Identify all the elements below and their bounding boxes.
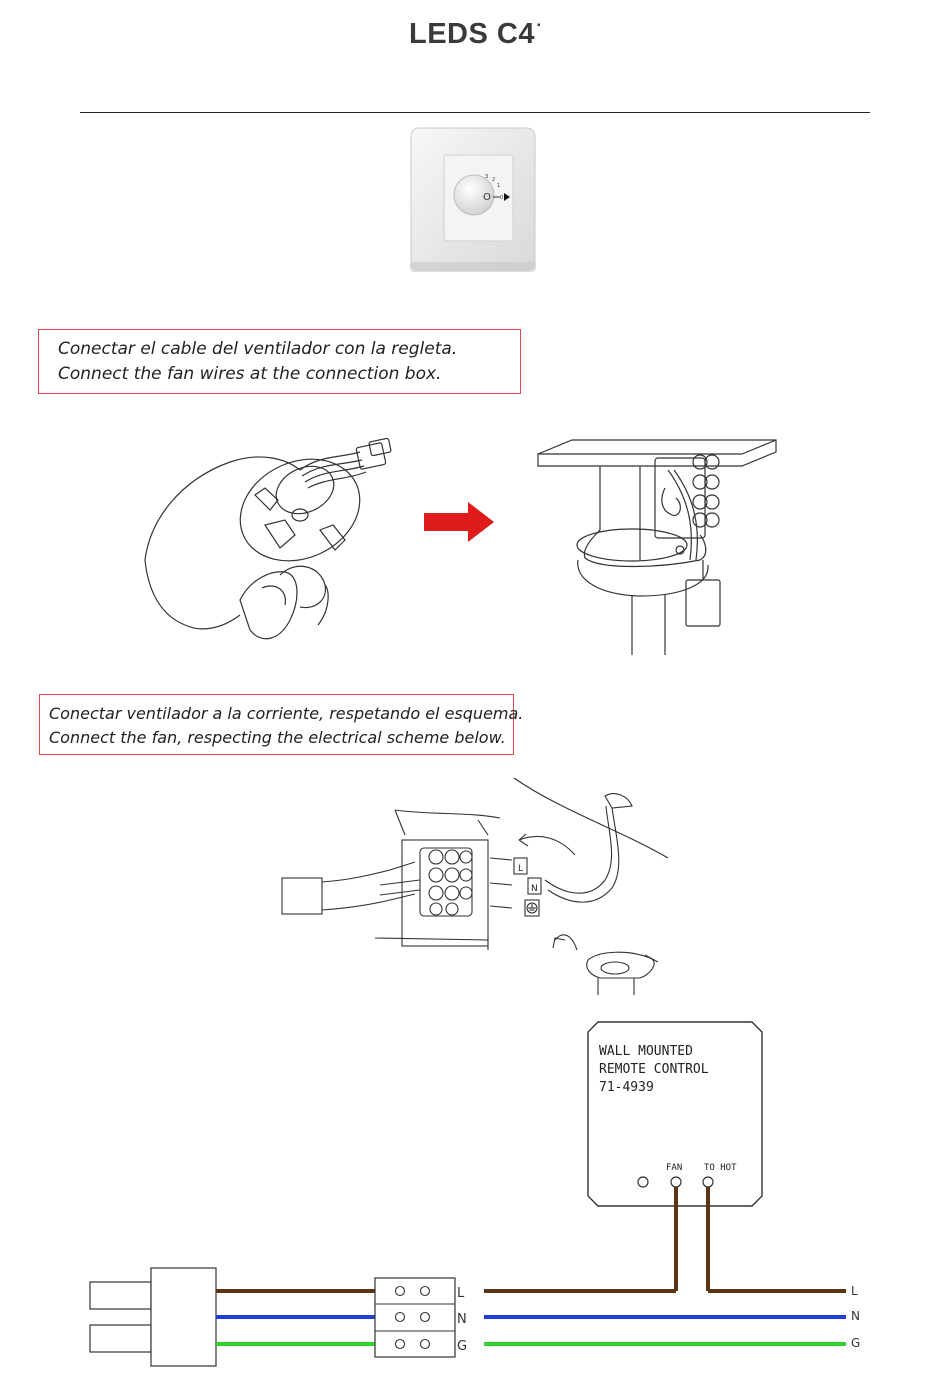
wall-control-image: O 3 2 1 0 bbox=[410, 128, 536, 272]
terminal-block bbox=[375, 1278, 455, 1357]
mounted-canopy-drawing bbox=[538, 440, 776, 655]
dial-mark-1: 1 bbox=[497, 183, 500, 189]
block-label-g: G bbox=[457, 1339, 467, 1354]
supply-label-n: N bbox=[851, 1309, 860, 1323]
supply-label-l: L bbox=[851, 1284, 858, 1298]
dial-center-mark: O bbox=[483, 192, 491, 203]
dial-mark-0: 0 bbox=[500, 195, 503, 201]
dial-mark-3: 3 bbox=[485, 174, 488, 180]
hand-canopy-drawing bbox=[145, 438, 391, 639]
terminal-label-fan: FAN bbox=[666, 1163, 682, 1173]
block-label-n: N bbox=[457, 1312, 467, 1327]
sketch-tag-n: N bbox=[531, 884, 538, 894]
block-label-l: L bbox=[457, 1286, 465, 1301]
module-label-line3: 71-4939 bbox=[599, 1080, 654, 1095]
module-label-line1: WALL MOUNTED bbox=[599, 1044, 693, 1059]
red-arrow-icon bbox=[424, 502, 494, 542]
wiring-diagram bbox=[90, 1187, 846, 1366]
fan-plug-block bbox=[151, 1268, 216, 1366]
dial-mark-2: 2 bbox=[492, 177, 495, 183]
ground-symbol-icon bbox=[527, 903, 537, 913]
module-label-line2: REMOTE CONTROL bbox=[599, 1062, 709, 1077]
supply-label-g: G bbox=[851, 1336, 860, 1350]
terminal-label-hot: TO HOT bbox=[704, 1163, 737, 1173]
installation-sketch bbox=[282, 778, 668, 995]
sketch-tag-l: L bbox=[518, 864, 523, 874]
